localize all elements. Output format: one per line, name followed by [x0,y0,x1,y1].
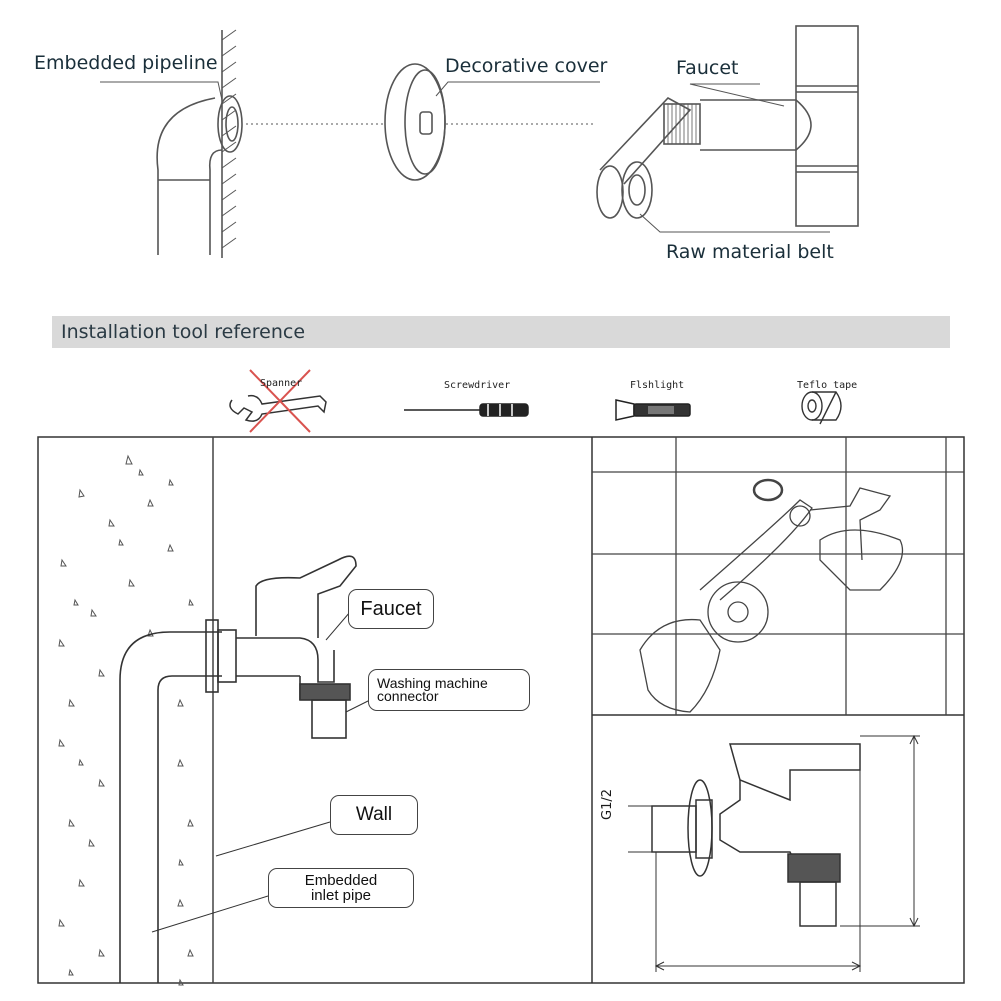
tool-label-teflon-tape: Teflo tape [797,380,858,391]
label-faucet-top: Faucet [676,57,739,79]
cross-out-icon [249,369,311,433]
spanner-icon [229,394,327,422]
callout-connector-line2: connector [377,688,439,704]
callout-wall: Wall [330,795,418,835]
tool-label-flashlight: Flshlight [630,380,685,391]
section-title: Installation tool reference [61,321,306,343]
label-embedded-pipeline: Embedded pipeline [34,52,218,74]
dimension-label: G1/2 [600,789,615,820]
flashlight-icon [615,399,691,421]
wall-texture [58,454,194,986]
callout-pipe-line1: Embedded [304,872,378,889]
top-diagram [100,25,859,258]
tool-label-spanner: Spanner [260,378,303,389]
callout-connector-line1: Washing machine [377,675,488,691]
callout-washing-machine-connector: Washing machine connector [368,669,530,711]
callout-embedded-inlet-pipe: Embedded inlet pipe [268,868,414,908]
teflon-tape-icon [801,391,842,425]
callout-pipe-line2: inlet pipe [310,887,372,904]
callout-faucet: Faucet [348,589,434,629]
callout-faucet-text: Faucet [360,598,422,620]
screwdriver-icon [404,403,529,417]
label-raw-material-belt: Raw material belt [666,241,834,263]
section-banner: Installation tool reference [52,316,950,348]
label-decorative-cover: Decorative cover [445,55,608,77]
tool-label-screwdriver: Screwdriver [444,380,511,391]
callout-wall-text: Wall [355,804,393,825]
tools-row [229,369,842,433]
